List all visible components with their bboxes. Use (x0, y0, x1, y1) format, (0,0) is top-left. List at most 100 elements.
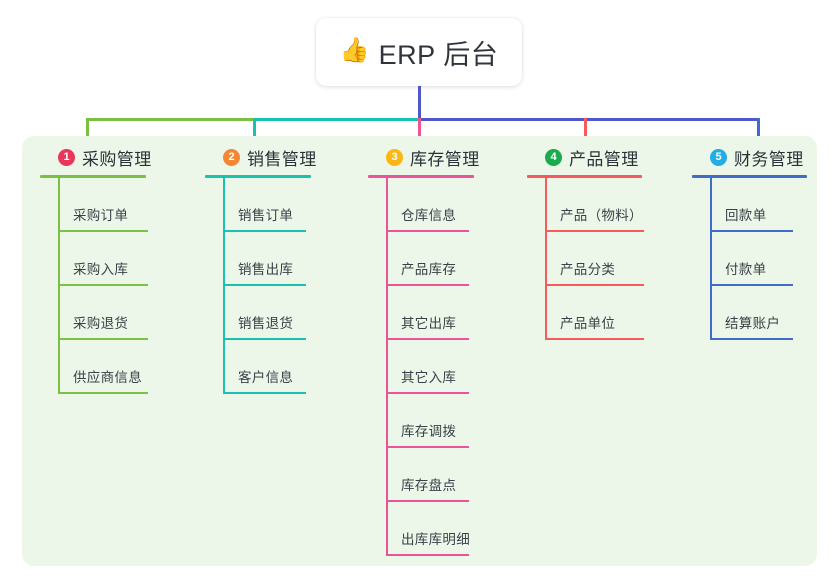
column-body-1: 采购订单采购入库采购退货供应商信息 (40, 178, 152, 394)
menu-item[interactable]: 出库库明细 (368, 502, 480, 556)
column-rule-3 (368, 175, 474, 178)
column-spine-1 (58, 178, 60, 394)
column-body-2: 销售订单销售出库销售退货客户信息 (205, 178, 317, 394)
menu-item-label: 产品库存 (401, 262, 457, 277)
menu-item[interactable]: 产品（物料） (527, 178, 644, 232)
menu-item-rule (386, 446, 469, 448)
menu-item[interactable]: 产品库存 (368, 232, 480, 286)
branch-drop-5 (757, 118, 760, 148)
column-4: 4 产品管理产品（物料） 产品分类产品单位 (527, 145, 644, 340)
menu-item[interactable]: 其它出库 (368, 286, 480, 340)
column-body-3: 仓库信息产品库存其它出库其它入库库存调拨库存盘点出库库明细 (368, 178, 480, 556)
menu-item-label: 仓库信息 (401, 208, 457, 223)
menu-item-label: 供应商信息 (73, 370, 142, 385)
menu-item-rule (58, 284, 148, 286)
column-badge-5: 5 (710, 148, 727, 166)
column-rule-2 (205, 175, 311, 178)
menu-item[interactable]: 供应商信息 (40, 340, 152, 394)
menu-item[interactable]: 产品分类 (527, 232, 644, 286)
bus-segment-1 (86, 118, 256, 121)
menu-item-label: 其它入库 (401, 370, 457, 385)
menu-item[interactable]: 采购入库 (40, 232, 152, 286)
menu-item-rule (58, 392, 148, 394)
column-title-5: 财务管理 (734, 149, 804, 169)
menu-item-rule (386, 338, 469, 340)
menu-item-label: 回款单 (725, 208, 767, 223)
column-header-1[interactable]: 1 采购管理 (40, 145, 152, 169)
bus-segment-2 (253, 118, 421, 121)
menu-item[interactable]: 库存调拨 (368, 394, 480, 448)
menu-item-label: 产品单位 (560, 316, 616, 331)
menu-item[interactable]: 采购订单 (40, 178, 152, 232)
menu-item-label: 采购退货 (73, 316, 129, 331)
menu-item-rule (223, 392, 306, 394)
menu-item-rule (386, 500, 469, 502)
menu-item[interactable]: 产品单位 (527, 286, 644, 340)
menu-item[interactable]: 销售订单 (205, 178, 317, 232)
menu-item[interactable]: 付款单 (692, 232, 807, 286)
menu-item-label: 库存调拨 (401, 424, 457, 439)
menu-item-rule (710, 284, 793, 286)
menu-item-label: 其它出库 (401, 316, 457, 331)
bus-segment-3 (418, 118, 587, 121)
menu-item[interactable]: 回款单 (692, 178, 807, 232)
menu-item[interactable]: 其它入库 (368, 340, 480, 394)
branch-drop-1 (86, 118, 89, 148)
column-rule-1 (40, 175, 146, 178)
menu-item-rule (223, 338, 306, 340)
column-badge-4: 4 (545, 148, 562, 166)
root-node-card[interactable]: 👍 ERP 后台 (316, 18, 522, 86)
menu-item-label: 产品（物料） (560, 208, 643, 223)
menu-item[interactable]: 库存盘点 (368, 448, 480, 502)
diagram-panel (22, 136, 817, 566)
column-rule-4 (527, 175, 642, 178)
menu-item-rule (710, 338, 793, 340)
menu-item[interactable]: 采购退货 (40, 286, 152, 340)
branch-drop-3 (418, 118, 421, 148)
thumbs-up-icon: 👍 (339, 37, 370, 64)
column-body-5: 回款单付款单结算账户 (692, 178, 807, 340)
menu-item-label: 产品分类 (560, 262, 616, 277)
menu-item-rule (386, 554, 469, 556)
branch-drop-2 (253, 118, 256, 148)
menu-item[interactable]: 仓库信息 (368, 178, 480, 232)
menu-item-rule (710, 230, 793, 232)
menu-item-label: 销售订单 (238, 208, 294, 223)
column-title-1: 采购管理 (82, 149, 152, 169)
menu-item-label: 采购订单 (73, 208, 129, 223)
menu-item-rule (386, 392, 469, 394)
root-node-title: ERP 后台 (378, 39, 499, 70)
menu-item-rule (545, 230, 644, 232)
menu-item-label: 销售出库 (238, 262, 294, 277)
root-node-content: 👍 ERP 后台 (340, 33, 498, 72)
column-badge-2: 2 (223, 148, 240, 166)
menu-item-label: 付款单 (725, 262, 767, 277)
column-1: 1 采购管理采购订单采购入库采购退货供应商信息 (40, 145, 152, 394)
column-body-4: 产品（物料） 产品分类产品单位 (527, 178, 644, 340)
bus-segment-4 (584, 118, 759, 121)
column-header-4[interactable]: 4 产品管理 (527, 145, 642, 169)
branch-drop-4 (584, 118, 587, 148)
menu-item[interactable]: 销售退货 (205, 286, 317, 340)
column-spine-2 (223, 178, 225, 394)
menu-item[interactable]: 客户信息 (205, 340, 317, 394)
root-trunk-connector (418, 86, 421, 121)
menu-item-rule (58, 338, 148, 340)
column-header-5[interactable]: 5 财务管理 (692, 145, 807, 169)
column-title-3: 库存管理 (410, 149, 480, 169)
menu-item-rule (545, 284, 644, 286)
menu-item-rule (58, 230, 148, 232)
menu-item[interactable]: 结算账户 (692, 286, 807, 340)
menu-item-label: 采购入库 (73, 262, 129, 277)
column-spine-4 (545, 178, 547, 340)
menu-item[interactable]: 销售出库 (205, 232, 317, 286)
column-title-4: 产品管理 (569, 149, 639, 169)
menu-item-rule (386, 230, 469, 232)
menu-item-label: 出库库明细 (401, 532, 470, 547)
column-badge-1: 1 (58, 148, 75, 166)
column-rule-5 (692, 175, 807, 178)
